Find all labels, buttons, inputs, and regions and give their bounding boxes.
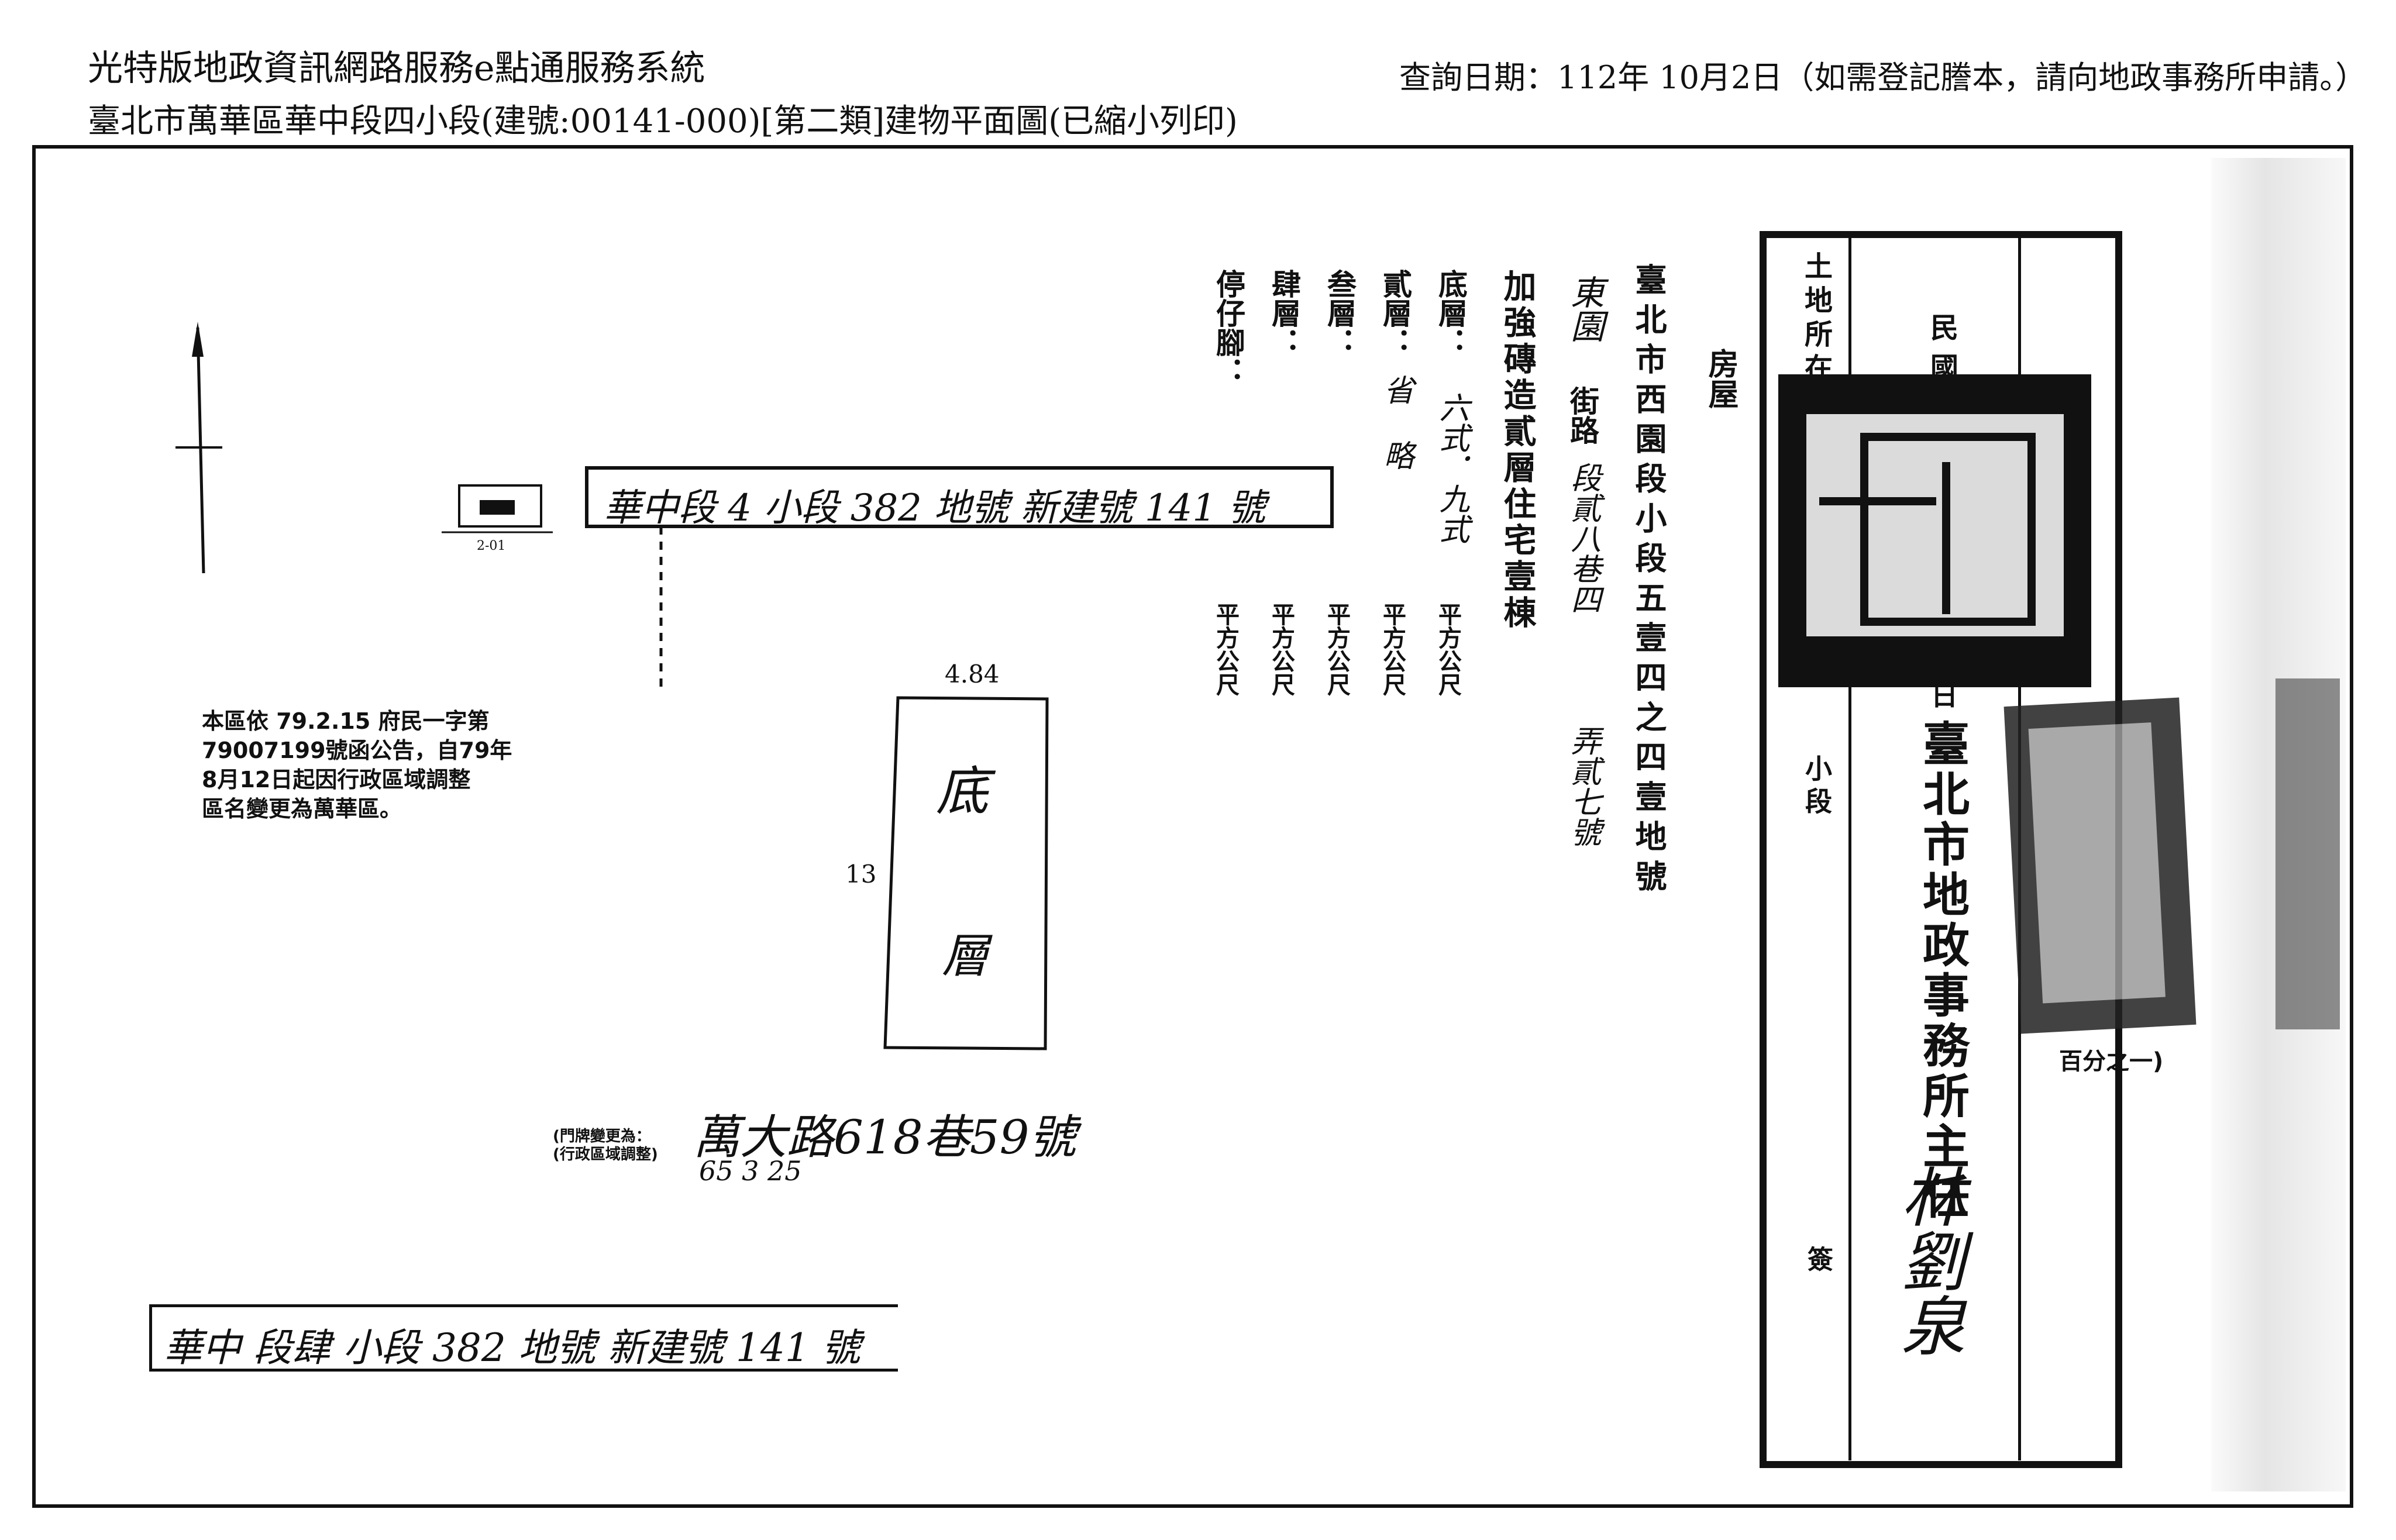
room-width-dim: 4.84 bbox=[945, 660, 1000, 688]
top-plan-label-box: 華中段 4 小段 382 地號 新建號 141 號 bbox=[585, 466, 1334, 530]
boundary-dashed-line bbox=[659, 526, 663, 690]
small-section-label: 小段 bbox=[1801, 755, 1833, 820]
floor-unit-second: 平方公尺 bbox=[1379, 602, 1406, 696]
document-frame bbox=[32, 145, 2353, 1508]
north-arrow-icon bbox=[175, 322, 222, 574]
floor-label-third: 叁層： bbox=[1323, 269, 1357, 357]
floor-unit-third: 平方公尺 bbox=[1323, 602, 1350, 696]
spec-street-type: 街路 bbox=[1565, 386, 1599, 445]
document-subtitle: 臺北市萬華區華中段四小段(建號:00141-000)[第二類]建物平面圖(已縮小… bbox=[88, 102, 1238, 140]
bottom-plan-label: 華中 段肆 小段 382 地號 新建號 141 號 bbox=[164, 1325, 860, 1370]
address-change-stamp: (門牌變更為： (行政區域調整) bbox=[553, 1128, 658, 1164]
floor-unit-arcade: 平方公尺 bbox=[1212, 602, 1239, 696]
floor-unit-fourth: 平方公尺 bbox=[1268, 602, 1295, 696]
handwritten-address: 萬大路618巷59號 bbox=[693, 1110, 1076, 1165]
key-sketch: 2-01 bbox=[442, 484, 553, 553]
room-label-bottom: 層 bbox=[942, 929, 989, 983]
room-outline bbox=[883, 696, 1049, 1050]
floor-label-fourth: 肆層： bbox=[1267, 269, 1301, 357]
secondary-seal-icon bbox=[2003, 697, 2197, 1034]
house-label: 房屋 bbox=[1703, 348, 1738, 409]
official-seal-icon bbox=[1778, 374, 2091, 687]
query-date: 查詢日期：112年 10月2日（如需登記謄本，請向地政事務所申請。） bbox=[1399, 59, 2367, 96]
svg-text:2-01: 2-01 bbox=[477, 539, 505, 553]
floor-label-second: 貳層： bbox=[1378, 269, 1412, 357]
room-height-dim: 13 bbox=[845, 860, 877, 888]
top-plan-label: 華中段 4 小段 382 地號 新建號 141 號 bbox=[604, 487, 1266, 530]
district-notice: 本區依 79.2.15 府民一字第 79007199號函公告，自79年 8月12… bbox=[202, 708, 512, 822]
handwritten-signature: 林劉泉 bbox=[1890, 1164, 1965, 1357]
floor-label-arcade: 停仔腳： bbox=[1211, 269, 1245, 386]
scale-label: 百分之一) bbox=[2059, 1048, 2164, 1075]
bottom-plan-label-box: 華中 段肆 小段 382 地號 新建號 141 號 bbox=[149, 1304, 898, 1372]
spec-structure: 加強磚造貳層住宅壹棟 bbox=[1498, 269, 1536, 632]
floor-value-ground: 六式．九式 bbox=[1434, 392, 1469, 544]
sign-label: 簽 bbox=[1803, 1246, 1833, 1272]
spec-land-number: 臺北市西園段小段五壹四之四壹地號 bbox=[1630, 263, 1667, 900]
stamp-office-text: 臺北市地政事務所主任 bbox=[1915, 719, 1970, 1222]
scan-artifact-dark bbox=[2275, 678, 2340, 1029]
floor-value-second: 省略 bbox=[1378, 374, 1413, 505]
handwritten-address-date: 65 3 25 bbox=[699, 1155, 802, 1187]
spec-lane: 段貳八巷四 bbox=[1565, 462, 1600, 614]
land-location-label: 土地所在 bbox=[1799, 252, 1832, 387]
floor-label-ground: 底層： bbox=[1434, 269, 1468, 357]
system-title: 光特版地政資訊網路服務e點通服務系統 bbox=[88, 48, 705, 89]
spec-alley: 弄貳七號 bbox=[1565, 725, 1600, 847]
room-label-top: 底 bbox=[936, 761, 989, 822]
floor-unit-ground: 平方公尺 bbox=[1434, 602, 1461, 696]
day-label: 日 bbox=[1927, 681, 1958, 708]
floor-table: 底層： 六式．九式 平方公尺 貳層： 省略 平方公尺 叁層： 平方公尺 肆層： … bbox=[1211, 269, 1486, 714]
spec-street: 東園 bbox=[1565, 275, 1605, 343]
